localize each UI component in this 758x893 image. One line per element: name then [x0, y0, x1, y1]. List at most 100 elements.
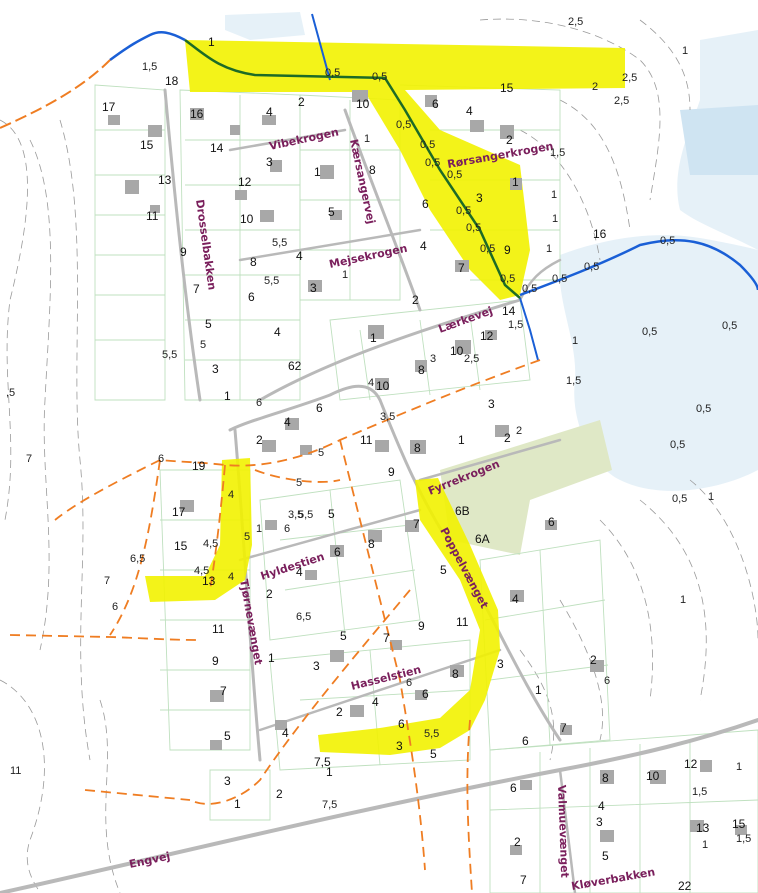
- house-number: 9: [504, 243, 511, 257]
- contour-label: 1: [702, 839, 708, 851]
- contour-label: 7: [26, 453, 32, 465]
- house-number: 15: [732, 817, 746, 831]
- house-number: 1: [458, 433, 465, 447]
- contour-label: 0,5: [696, 403, 711, 415]
- contour-label: 2: [516, 425, 522, 437]
- house-number: 5: [205, 317, 212, 331]
- highlight-tjorne: [145, 458, 252, 602]
- house-number: 3: [313, 659, 320, 673]
- street-labels: Vibekrogen Kærsangervej Rørsangerkrogen …: [128, 125, 656, 892]
- contour-label: 0,5: [552, 273, 567, 285]
- road-mejsekrogen: [238, 228, 422, 262]
- contour-label: 3,5: [288, 509, 303, 521]
- contour-label: 3: [430, 353, 436, 365]
- orange-line-west: [0, 59, 111, 129]
- contour-label: 2,5: [622, 72, 637, 84]
- contour-label: 0,5: [325, 67, 340, 79]
- contour-label: 1,5: [550, 147, 565, 159]
- house-number: 17: [102, 100, 116, 114]
- fjord-east: [559, 235, 758, 491]
- house-number: 10: [356, 97, 370, 111]
- house-number: 10: [450, 344, 464, 358]
- contour-label: 1: [256, 523, 262, 535]
- house-number: 5: [328, 205, 335, 219]
- contour-label: 2: [592, 81, 598, 93]
- house-number: 6: [398, 717, 405, 731]
- house-number: 11: [146, 209, 159, 223]
- contour-label: 0,5: [480, 243, 495, 255]
- house-number: 2: [336, 705, 343, 719]
- road-drosselbakken: [163, 88, 202, 402]
- house-number: 8: [452, 667, 459, 681]
- house-number: 2: [590, 653, 597, 667]
- house-number: 2: [504, 431, 511, 445]
- contour-label: 7,5: [322, 799, 337, 811]
- house-number: 10: [240, 212, 254, 226]
- house-number: 9: [418, 619, 425, 633]
- blue-line-east: [519, 239, 758, 297]
- contour-label: 5,5: [272, 237, 287, 249]
- highlight-north: [185, 40, 625, 300]
- contour-label: 5: [318, 447, 324, 459]
- house-number: 14: [502, 304, 516, 318]
- house-number: 2: [256, 433, 263, 447]
- house-number: 8: [369, 163, 376, 177]
- road-hyldestien: [238, 508, 422, 562]
- house-number: 11: [360, 433, 373, 447]
- contour-label: 1,5: [736, 833, 751, 845]
- water-areas: [225, 12, 758, 491]
- contour-label: 0,5: [522, 283, 537, 295]
- house-number: 12: [238, 175, 252, 189]
- house-number: 6: [510, 781, 517, 795]
- house-number: 4: [266, 105, 273, 119]
- house-number: 2: [266, 587, 273, 601]
- house-number: 1: [234, 797, 241, 811]
- house-number: 6: [316, 401, 323, 415]
- house-number: 5: [224, 729, 231, 743]
- lake-top: [225, 12, 305, 40]
- house-number: 8: [368, 537, 375, 551]
- house-number: 13: [202, 574, 216, 588]
- road-valmuevaenget: [558, 768, 577, 893]
- house-number: 5: [430, 747, 437, 761]
- orange-dashed-network: [159, 359, 541, 467]
- green-line-main: [184, 39, 521, 299]
- contour-label: 1,5: [566, 375, 581, 387]
- contour-label: 5: [200, 339, 206, 351]
- house-number: 8: [602, 771, 609, 785]
- house-number: 1: [268, 651, 275, 665]
- house-number: 7,5: [314, 755, 331, 769]
- road-engvej: [0, 718, 758, 893]
- house-number: 4: [274, 325, 281, 339]
- house-number: 11: [456, 615, 469, 629]
- house-number: 4: [282, 726, 289, 740]
- house-number: 4: [284, 415, 291, 429]
- house-number: 8: [418, 363, 425, 377]
- house-number: 5: [602, 849, 609, 863]
- roads: [0, 88, 758, 893]
- house-number: 1: [208, 35, 215, 49]
- street-label-drosselbakken: Drosselbakken: [193, 199, 219, 291]
- contour-label: 5,5: [264, 275, 279, 287]
- house-number: 4: [512, 592, 519, 606]
- contour-label: 0,5: [456, 205, 471, 217]
- house-number: 19: [192, 459, 206, 473]
- house-number: 7: [413, 517, 420, 531]
- house-number: 1: [224, 389, 231, 403]
- house-number: 6: [422, 197, 429, 211]
- contour-label: 6: [256, 397, 262, 409]
- house-number: 7: [560, 721, 567, 735]
- house-number: 6: [248, 290, 255, 304]
- contour-lines: [0, 18, 758, 893]
- blue-line-north: [311, 13, 331, 81]
- contour-labels: 2,5 1 1,5 0,5 0,5 2,5 2 2,5 0,5 1 0,5 1,…: [6, 16, 751, 851]
- house-number: 8: [414, 441, 421, 455]
- blue-line-west: [109, 31, 186, 62]
- harbor-basin: [680, 105, 758, 175]
- road-vibekrogen: [228, 128, 347, 152]
- contour-label: 0,5: [672, 493, 687, 505]
- contour-label: 1: [572, 335, 578, 347]
- house-number: 4: [296, 565, 303, 579]
